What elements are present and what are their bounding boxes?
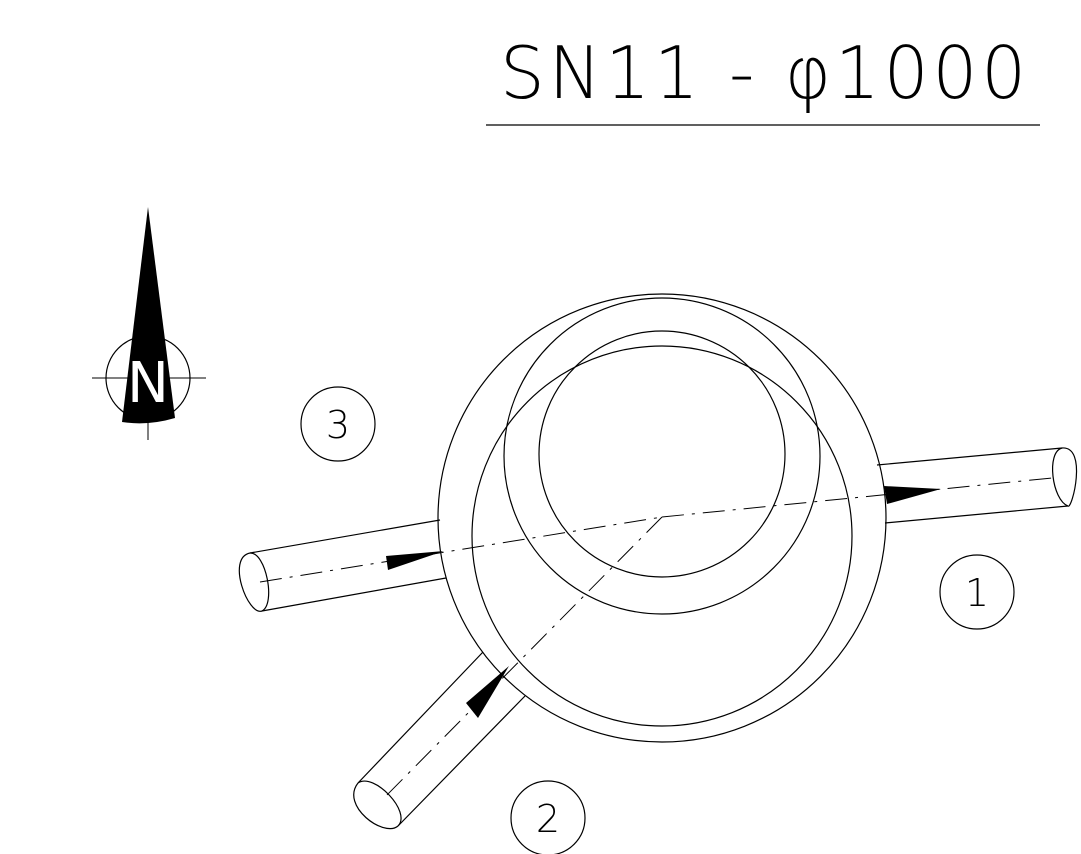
north-label: N: [127, 351, 169, 416]
pipe-label-3: 3: [300, 386, 376, 462]
flow-arrow-southwest: [466, 666, 509, 718]
base-circle: [471, 345, 853, 727]
svg-text:2: 2: [536, 797, 560, 841]
drawing-title: SN11 - φ1000: [500, 31, 1030, 115]
pipe-3: [238, 519, 447, 612]
pipe-centerlines: [259, 477, 1053, 801]
pipe-2: [353, 651, 526, 830]
flow-arrow-east: [884, 486, 941, 504]
cone-circle: [503, 297, 821, 615]
pipe-label-2: 2: [510, 780, 586, 854]
svg-text:1: 1: [965, 571, 989, 615]
flow-arrow-west: [386, 551, 444, 570]
flow-arrow-icon: [386, 486, 941, 718]
pipe-1: [876, 447, 1078, 524]
north-arrow-icon: N: [92, 207, 206, 440]
manhole-outlines: [437, 293, 887, 743]
opening-circle: [538, 330, 786, 578]
outer-circle: [437, 293, 887, 743]
pipe-label-1: 1: [939, 554, 1015, 630]
svg-text:3: 3: [326, 403, 350, 447]
